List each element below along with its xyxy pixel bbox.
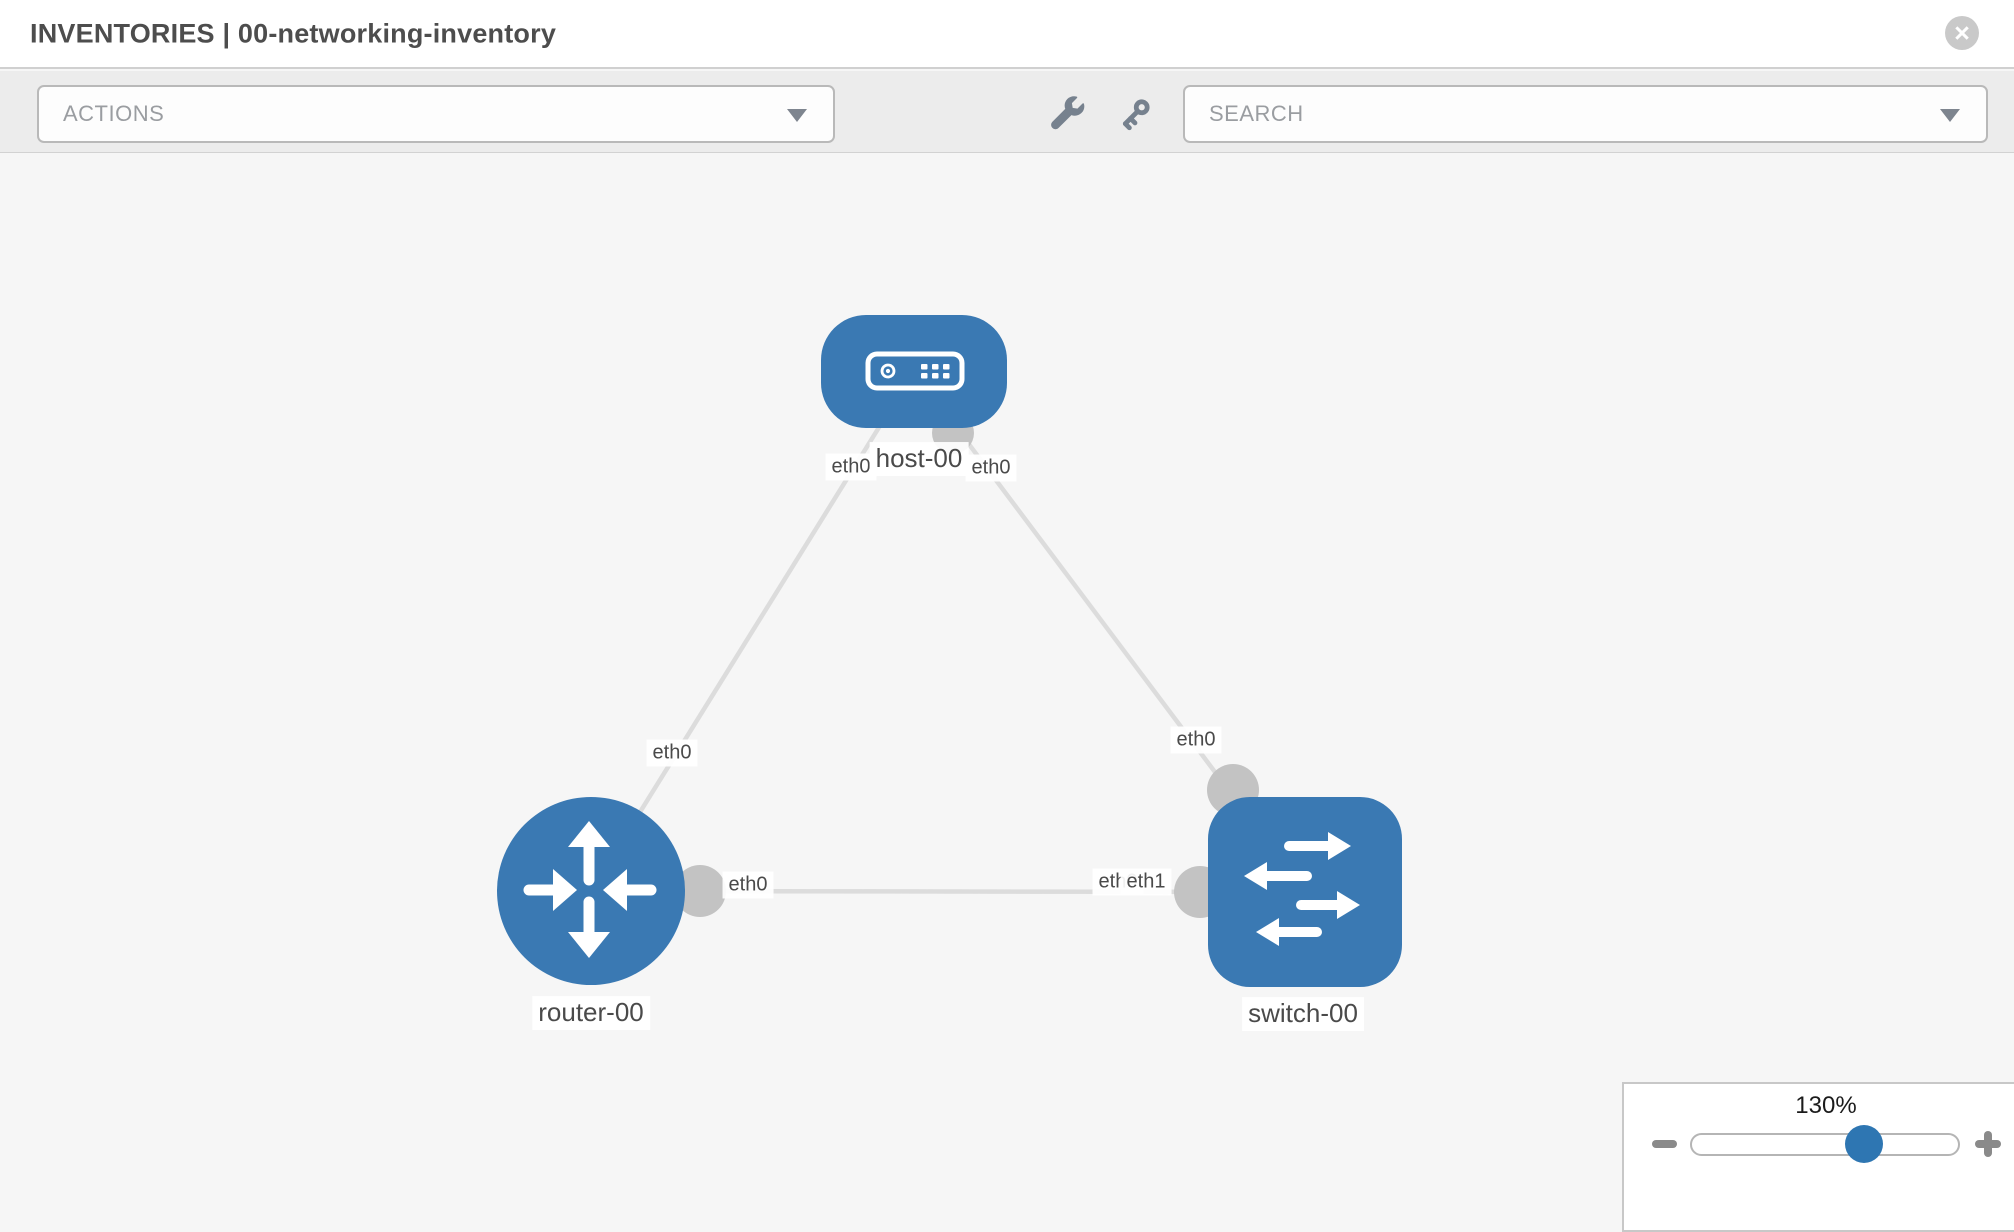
node-label-router: router-00 — [532, 996, 650, 1030]
zoom-control-panel: 130% — [1622, 1082, 2014, 1232]
chevron-down-icon — [1940, 109, 1960, 123]
minus-icon[interactable] — [1652, 1140, 1677, 1148]
iface-label-switch-eth0-top: eth0 — [1170, 726, 1222, 754]
iface-label-router-eth0-top: eth0 — [646, 739, 698, 767]
node-switch[interactable] — [1208, 797, 1402, 987]
wrench-icon[interactable] — [1048, 95, 1086, 133]
actions-dropdown[interactable]: ACTIONS — [37, 85, 835, 143]
iface-label-host-eth0-right: eth0 — [965, 454, 1017, 482]
plus-icon[interactable] — [1972, 1128, 2004, 1160]
page-title: INVENTORIES | 00-networking-inventory — [30, 18, 557, 48]
node-host[interactable] — [821, 315, 1007, 428]
topology-canvas[interactable] — [0, 153, 2014, 1200]
host-icon — [921, 364, 950, 379]
chevron-down-icon — [787, 109, 807, 123]
port-router-eth0 — [674, 865, 726, 917]
toolbar: ACTIONS SEARCH — [0, 71, 2014, 153]
iface-label-switch-eth1: eth1 — [1120, 868, 1172, 896]
router-icon — [523, 821, 657, 958]
zoom-slider-knob[interactable] — [1845, 1125, 1883, 1163]
node-label-switch: switch-00 — [1242, 997, 1364, 1031]
actions-dropdown-label: ACTIONS — [63, 101, 165, 126]
iface-label-router-eth0-right: eth0 — [722, 871, 774, 899]
search-dropdown[interactable]: SEARCH — [1183, 85, 1988, 143]
switch-icon — [1244, 832, 1360, 946]
search-placeholder: SEARCH — [1209, 101, 1304, 126]
close-icon[interactable]: × — [1945, 16, 1979, 50]
key-icon[interactable] — [1116, 95, 1154, 133]
node-label-host: host-00 — [869, 442, 969, 476]
zoom-slider-track[interactable] — [1690, 1133, 1960, 1156]
topology-graph — [497, 315, 1402, 987]
iface-label-host-eth0-left: eth0 — [825, 453, 877, 481]
zoom-level-value: 130% — [1795, 1092, 1857, 1119]
header-bar: INVENTORIES | 00-networking-inventory × — [0, 0, 2014, 69]
node-router[interactable] — [497, 797, 685, 985]
